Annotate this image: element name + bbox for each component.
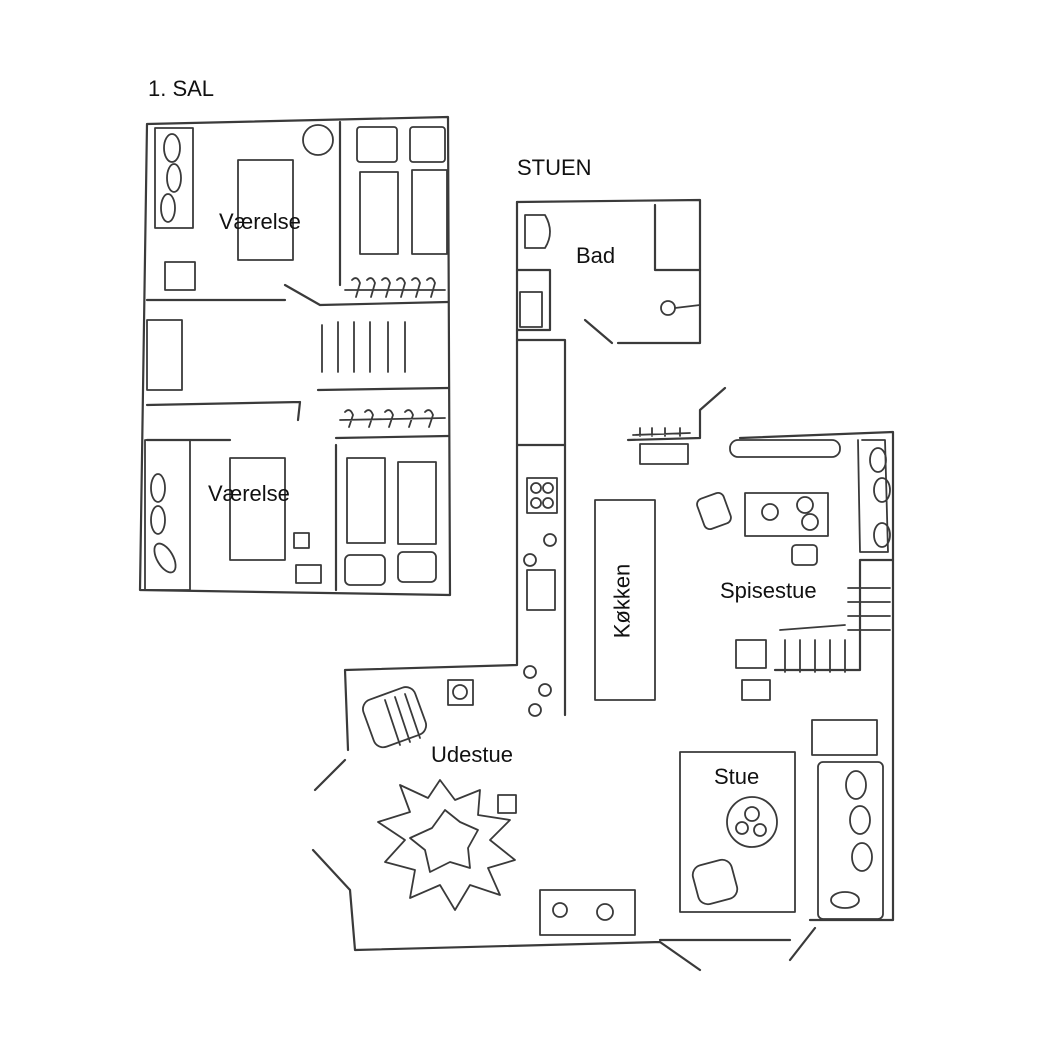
ground-floor-walls (311, 198, 895, 972)
room-label-spisestue: Spisestue (720, 578, 817, 603)
room-label-stue: Stue (714, 764, 760, 789)
first-floor-title: 1. SAL (148, 76, 215, 101)
ground-floor-title: STUEN (517, 155, 592, 180)
room-label-kokken: Køkken (609, 563, 635, 639)
room-label-udestue: Udestue (431, 742, 513, 767)
first-floor-walls (138, 115, 452, 597)
room-label-bad: Bad (576, 243, 616, 268)
room-label-vaerelse-bottom: Værelse (208, 481, 290, 506)
first-floor-furniture (144, 124, 448, 591)
rug-star (377, 779, 516, 911)
ground-floor-furniture (362, 214, 891, 936)
room-label-vaerelse-top: Værelse (219, 209, 301, 234)
